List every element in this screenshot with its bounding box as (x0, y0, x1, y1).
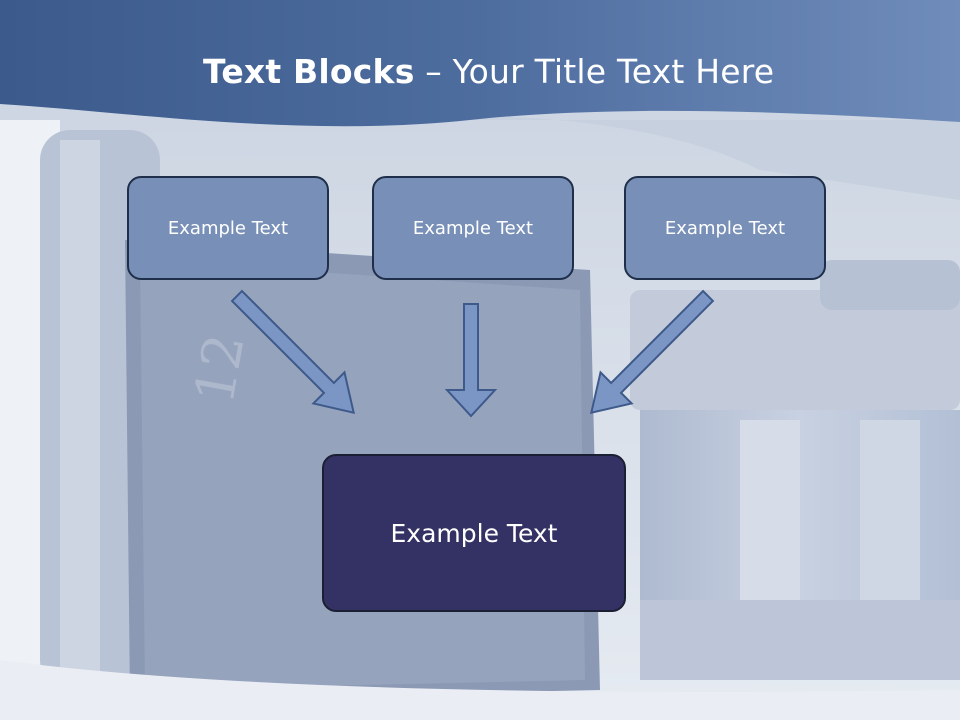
title-separator: – (414, 52, 453, 91)
main-text-block: Example Text (322, 454, 626, 612)
text-block-center: Example Text (372, 176, 574, 280)
text-block-left: Example Text (127, 176, 329, 280)
text-block-right: Example Text (624, 176, 826, 280)
page-title: Text Blocks – Your Title Text Here (203, 52, 774, 91)
title-rest: Your Title Text Here (452, 52, 775, 91)
svg-text:12: 12 (183, 329, 257, 408)
title-bold: Text Blocks (203, 52, 415, 91)
